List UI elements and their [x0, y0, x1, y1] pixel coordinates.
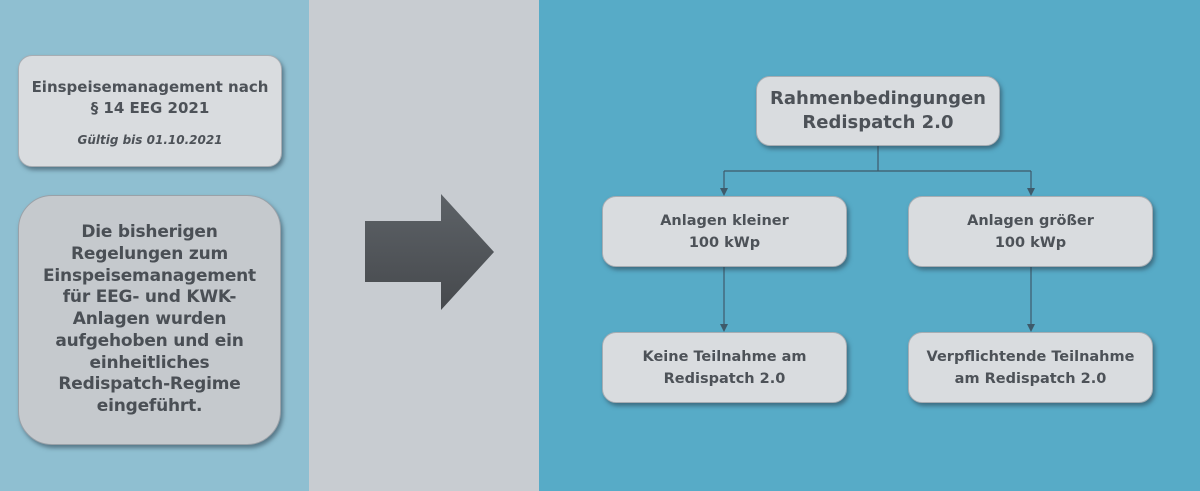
arrowhead-icon — [720, 324, 728, 332]
result-box-mandatory-participation: Verpflichtende Teilnahme am Redispatch 2… — [908, 332, 1153, 403]
flowchart-root-label: Rahmenbedingungen Redispatch 2.0 — [770, 88, 986, 133]
result-box-no-participation: Keine Teilnahme am Redispatch 2.0 — [602, 332, 847, 403]
condition-label: Anlagen kleiner 100 kWp — [660, 212, 789, 251]
arrowhead-icon — [720, 188, 728, 196]
condition-box-large-plants: Anlagen größer 100 kWp — [908, 196, 1153, 267]
arrow-right-icon — [365, 194, 494, 310]
result-label: Keine Teilnahme am Redispatch 2.0 — [642, 348, 807, 387]
left-panel: Einspeisemanagement nach § 14 EEG 2021 G… — [0, 0, 309, 491]
regulation-change-box: Die bisherigen Regelungen zum Einspeisem… — [18, 195, 281, 445]
result-label: Verpflichtende Teilnahme am Redispatch 2… — [926, 348, 1135, 387]
legal-basis-title: Einspeisemanagement nach § 14 EEG 2021 — [31, 78, 269, 117]
condition-box-small-plants: Anlagen kleiner 100 kWp — [602, 196, 847, 267]
condition-label: Anlagen größer 100 kWp — [967, 212, 1094, 251]
arrowhead-icon — [1027, 188, 1035, 196]
regulation-change-text: Die bisherigen Regelungen zum Einspeisem… — [43, 221, 256, 417]
flowchart-root-box: Rahmenbedingungen Redispatch 2.0 — [756, 76, 1000, 146]
arrowhead-icon — [1027, 324, 1035, 332]
validity-note: Gültig bis 01.10.2021 — [77, 133, 223, 147]
legal-basis-box: Einspeisemanagement nach § 14 EEG 2021 G… — [18, 55, 282, 167]
